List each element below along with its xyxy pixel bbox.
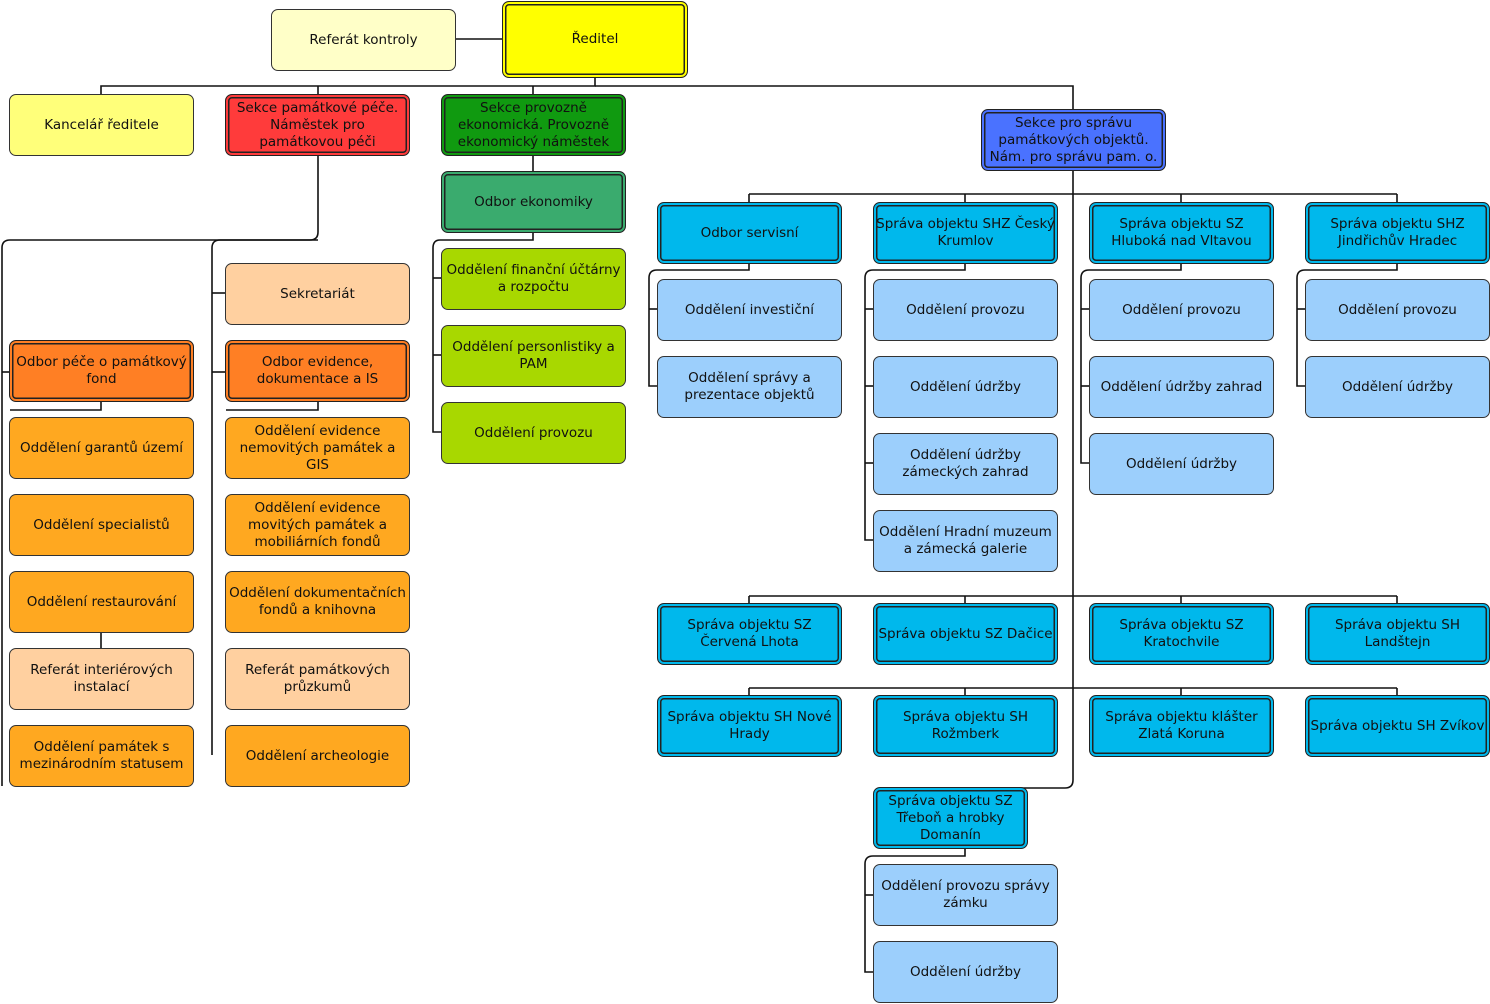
node-sprava-sz-trebon[interactable]: Správa objektu SZ Třeboň a hrobky Domaní… — [873, 787, 1028, 849]
node-ck-odd-hradni-muzeum[interactable]: Oddělení Hradní muzeum a zámecká galerie — [873, 510, 1058, 572]
node-label: Správa objektu SH Rožmberk — [902, 709, 1029, 742]
node-odd-provozu-ekon[interactable]: Oddělení provozu — [441, 402, 626, 464]
node-label: Správa objektu SZ Hluboká nad Vltavou — [1111, 216, 1252, 249]
node-referat-pamatkovych-pruzkumu[interactable]: Referát památkových průzkumů — [225, 648, 410, 710]
node-label: Oddělení památek s mezinárodním statusem — [19, 739, 184, 772]
node-sekce-pamatkove-pece[interactable]: Sekce památkové péče. Náměstek pro památ… — [225, 94, 410, 156]
node-label: Oddělení personlistiky a PAM — [452, 339, 615, 372]
node-odd-evidence-nemovitych[interactable]: Oddělení evidence nemovitých památek a G… — [225, 417, 410, 479]
node-sprava-sz-kratochvile[interactable]: Správa objektu SZ Kratochvile — [1089, 603, 1274, 665]
node-label: Správa objektu klášter Zlatá Koruna — [1105, 709, 1258, 742]
node-sprava-sh-rozmberk[interactable]: Správa objektu SH Rožmberk — [873, 695, 1058, 757]
node-label: Oddělení evidence movitých památek a mob… — [248, 499, 387, 550]
node-sprava-sz-dacice[interactable]: Správa objektu SZ Dačice — [873, 603, 1058, 665]
node-label: Sekce provozně ekonomická. Provozně ekon… — [457, 99, 610, 150]
node-sekce-provozne-ekonomicka[interactable]: Sekce provozně ekonomická. Provozně ekon… — [441, 94, 626, 156]
node-label: Oddělení provozu — [1122, 301, 1241, 318]
node-ck-odd-udrzby[interactable]: Oddělení údržby — [873, 356, 1058, 418]
node-label: Správa objektu SZ Kratochvile — [1119, 617, 1244, 650]
node-label: Správa objektu SH Zvíkov — [1310, 717, 1485, 734]
node-label: Oddělení údržby — [909, 963, 1022, 980]
node-label: Oddělení údržby zahrad — [1100, 378, 1263, 395]
node-sprava-shz-cesky-krumlov[interactable]: Správa objektu SHZ Český Krumlov — [873, 202, 1058, 264]
node-label: Kancelář ředitele — [44, 116, 159, 133]
node-odd-specialistu[interactable]: Oddělení specialistů — [9, 494, 194, 556]
node-label: Referát památkových průzkumů — [245, 662, 390, 695]
node-tr-odd-udrzby[interactable]: Oddělení údržby — [873, 941, 1058, 1003]
node-label: Správa objektu SHZ Jindřichův Hradec — [1330, 216, 1465, 249]
node-label: Oddělení garantů území — [20, 439, 183, 456]
node-label: Oddělení finanční účtárny a rozpočtu — [446, 262, 621, 295]
node-tr-odd-provozu-zamku[interactable]: Oddělení provozu správy zámku — [873, 864, 1058, 926]
node-label: Oddělení archeologie — [245, 747, 390, 764]
node-label: Ředitel — [571, 31, 619, 47]
node-hl-odd-udrzby[interactable]: Oddělení údržby — [1089, 433, 1274, 495]
node-sprava-sh-nove-hrady[interactable]: Správa objektu SH Nové Hrady — [657, 695, 842, 757]
node-ck-odd-provozu[interactable]: Oddělení provozu — [873, 279, 1058, 341]
node-label: Oddělení restaurování — [26, 593, 177, 610]
node-odbor-ekonomiky[interactable]: Odbor ekonomiky — [441, 171, 626, 233]
node-odd-dokumentacnich-fondu[interactable]: Oddělení dokumentačních fondů a knihovna — [225, 571, 410, 633]
node-odd-spravy-prezentace[interactable]: Oddělení správy a prezentace objektů — [657, 356, 842, 418]
node-ck-odd-udrzby-zahrad[interactable]: Oddělení údržby zámeckých zahrad — [873, 433, 1058, 495]
node-sprava-sh-zvikov[interactable]: Správa objektu SH Zvíkov — [1305, 695, 1490, 757]
node-label: Odbor servisní — [700, 224, 799, 241]
node-label: Oddělení správy a prezentace objektů — [684, 370, 815, 403]
node-label: Oddělení provozu — [1338, 301, 1457, 318]
node-label: Sekretariát — [280, 285, 355, 302]
node-label: Oddělení údržby — [1341, 378, 1454, 395]
node-label: Oddělení specialistů — [33, 516, 170, 533]
node-label: Oddělení evidence nemovitých památek a G… — [239, 422, 396, 473]
node-label: Správa objektu SH Nové Hrady — [667, 709, 832, 742]
node-label: Oddělení dokumentačních fondů a knihovna — [229, 585, 406, 618]
node-label: Odbor evidence, dokumentace a IS — [256, 354, 379, 387]
node-label: Správa objektu SZ Dačice — [878, 625, 1053, 642]
node-sekretariat[interactable]: Sekretariát — [225, 263, 410, 325]
node-odbor-servisni[interactable]: Odbor servisní — [657, 202, 842, 264]
node-label: Sekce pro správu památkových objektů. Ná… — [989, 114, 1158, 165]
node-odd-archeologie[interactable]: Oddělení archeologie — [225, 725, 410, 787]
node-label: Správa objektu SZ Červená Lhota — [687, 617, 812, 650]
node-odbor-evidence[interactable]: Odbor evidence, dokumentace a IS — [225, 340, 410, 402]
node-referat-interierovych[interactable]: Referát interiérových instalací — [9, 648, 194, 710]
node-label: Oddělení investiční — [684, 301, 815, 318]
node-odd-financni-uctarny[interactable]: Oddělení finanční účtárny a rozpočtu — [441, 248, 626, 310]
node-sprava-shz-jindrichuv-hradec[interactable]: Správa objektu SHZ Jindřichův Hradec — [1305, 202, 1490, 264]
node-jh-odd-provozu[interactable]: Oddělení provozu — [1305, 279, 1490, 341]
node-odd-investicni[interactable]: Oddělení investiční — [657, 279, 842, 341]
node-label: Správa objektu SH Landštejn — [1334, 617, 1461, 650]
node-odd-garantu-uzemi[interactable]: Oddělení garantů území — [9, 417, 194, 479]
node-label: Oddělení provozu správy zámku — [881, 878, 1050, 911]
node-label: Oddělení provozu — [906, 301, 1025, 318]
node-label: Sekce památkové péče. Náměstek pro památ… — [236, 99, 399, 150]
node-kancelar-reditele[interactable]: Kancelář ředitele — [9, 94, 194, 156]
node-sprava-sz-hluboka[interactable]: Správa objektu SZ Hluboká nad Vltavou — [1089, 202, 1274, 264]
node-label: Referát kontroly — [309, 31, 418, 48]
node-label: Referát interiérových instalací — [30, 662, 173, 695]
node-label: Odbor ekonomiky — [474, 193, 593, 210]
node-odd-restaurovani[interactable]: Oddělení restaurování — [9, 571, 194, 633]
node-referat-kontroly[interactable]: Referát kontroly — [271, 9, 456, 71]
node-odbor-pece-fond[interactable]: Odbor péče o památkový fond — [9, 340, 194, 402]
node-sprava-sh-landstejn[interactable]: Správa objektu SH Landštejn — [1305, 603, 1490, 665]
node-label: Správa objektu SZ Třeboň a hrobky Domaní… — [888, 792, 1013, 843]
node-odd-personalistiky[interactable]: Oddělení personlistiky a PAM — [441, 325, 626, 387]
node-odd-pamatek-mezinarodnim[interactable]: Oddělení památek s mezinárodním statusem — [9, 725, 194, 787]
node-label: Správa objektu SHZ Český Krumlov — [876, 216, 1055, 249]
node-hl-odd-provozu[interactable]: Oddělení provozu — [1089, 279, 1274, 341]
node-label: Oddělení údržby — [909, 378, 1022, 395]
node-label: Oddělení údržby zámeckých zahrad — [902, 447, 1029, 480]
node-sprava-klaster-zlata-koruna[interactable]: Správa objektu klášter Zlatá Koruna — [1089, 695, 1274, 757]
node-hl-odd-udrzby-zahrad[interactable]: Oddělení údržby zahrad — [1089, 356, 1274, 418]
node-sekce-spravy-objektu[interactable]: Sekce pro správu památkových objektů. Ná… — [981, 109, 1166, 171]
node-odd-evidence-movitych[interactable]: Oddělení evidence movitých památek a mob… — [225, 494, 410, 556]
node-label: Odbor péče o památkový fond — [16, 354, 187, 387]
node-label: Oddělení údržby — [1125, 455, 1238, 472]
node-reditel[interactable]: Ředitel — [502, 1, 688, 78]
node-jh-odd-udrzby[interactable]: Oddělení údržby — [1305, 356, 1490, 418]
node-sprava-sz-cervena-lhota[interactable]: Správa objektu SZ Červená Lhota — [657, 603, 842, 665]
node-label: Oddělení provozu — [474, 424, 593, 441]
node-label: Oddělení Hradní muzeum a zámecká galerie — [879, 524, 1052, 557]
